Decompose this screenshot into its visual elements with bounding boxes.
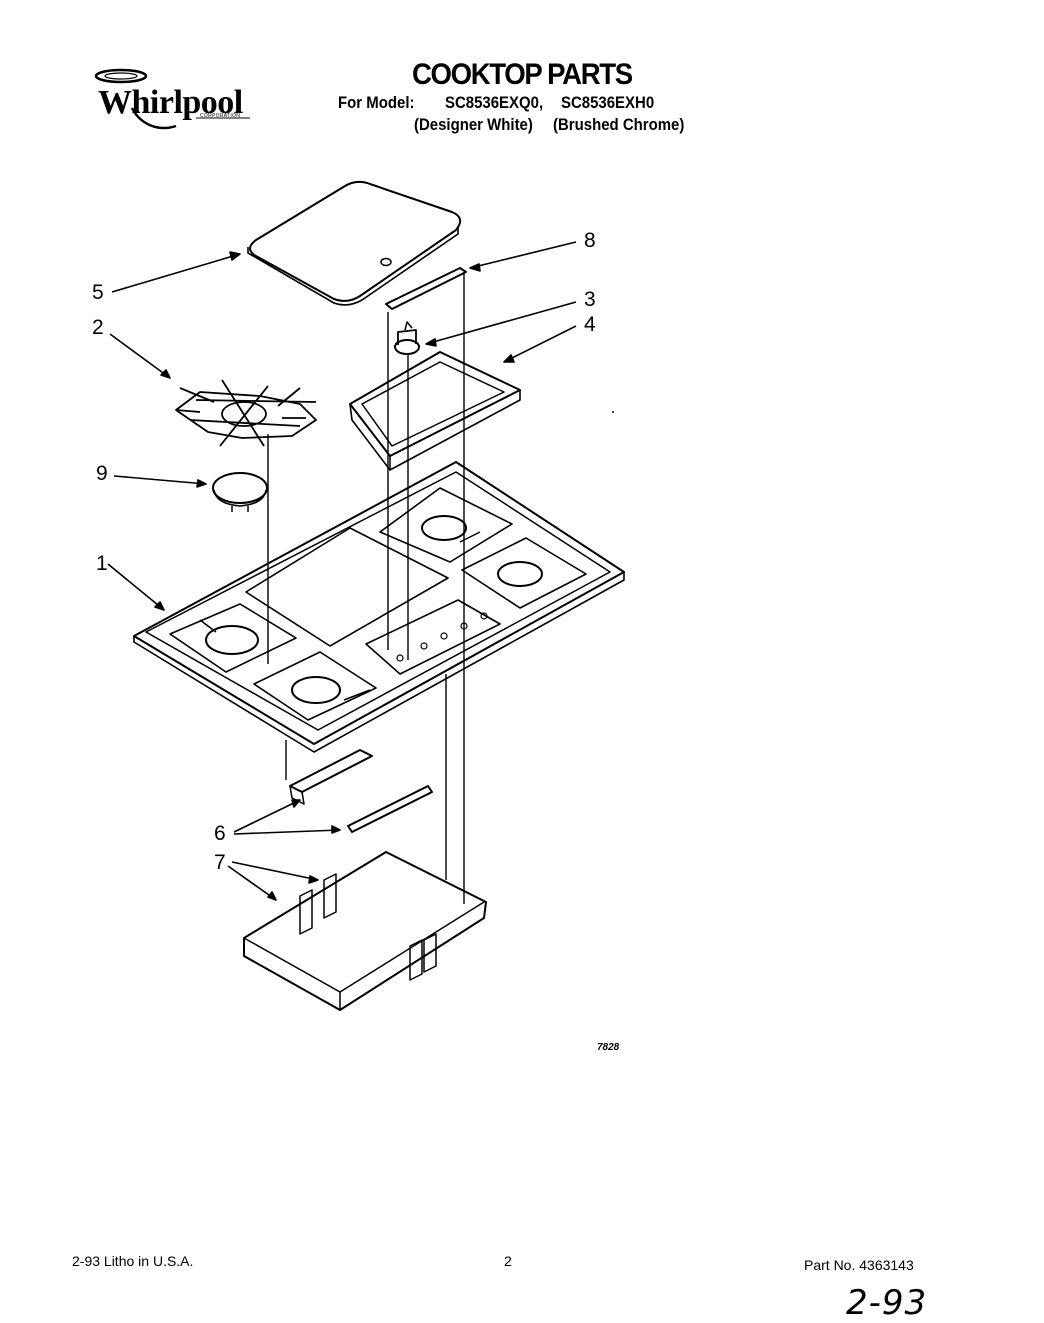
exploded-parts-diagram	[107, 180, 625, 1011]
trim-strip-part	[385, 267, 467, 310]
page-title: COOKTOP PARTS	[412, 58, 633, 91]
for-model-label: For Model:	[338, 93, 415, 112]
callout-6: 6	[214, 822, 226, 845]
footer-page-number: 2	[504, 1253, 512, 1269]
knob-part	[394, 321, 420, 355]
cover-plate-part	[247, 180, 462, 306]
mounting-brackets-part	[289, 749, 433, 833]
burner-cap-part	[212, 472, 268, 512]
footer-date-litho: 2-93 Litho in U.S.A.	[72, 1253, 194, 1269]
brand-logo-subtext: CORPORATION	[200, 113, 241, 119]
brand-logo-text: Whirlpool	[98, 84, 243, 121]
callout-9: 9	[96, 462, 108, 485]
callout-5: 5	[92, 281, 104, 304]
callout-1: 1	[96, 552, 108, 575]
model-number-1: SC8536EXQ0,	[445, 93, 544, 112]
callout-leaders	[107, 241, 577, 901]
callout-3: 3	[584, 288, 596, 311]
callout-4: 4	[584, 313, 596, 336]
assembly-lines	[267, 272, 465, 904]
whirlpool-logo	[94, 68, 250, 130]
footer-part-number: Part No. 4363143	[804, 1257, 914, 1273]
model-number-2: SC8536EXH0	[561, 93, 655, 112]
model-finish-2: (Brushed Chrome)	[553, 115, 685, 134]
control-panel-frame-part	[349, 351, 521, 471]
callout-7: 7	[214, 851, 226, 874]
cooktop-surface-part	[133, 461, 625, 753]
callout-2: 2	[92, 316, 104, 339]
model-finish-1: (Designer White)	[414, 115, 533, 134]
figure-number: 7828	[597, 1042, 620, 1053]
handwritten-note: 2-93	[846, 1283, 928, 1323]
burner-box-part	[243, 851, 487, 1011]
callout-8: 8	[584, 229, 596, 252]
burner-grate-part	[175, 379, 317, 447]
